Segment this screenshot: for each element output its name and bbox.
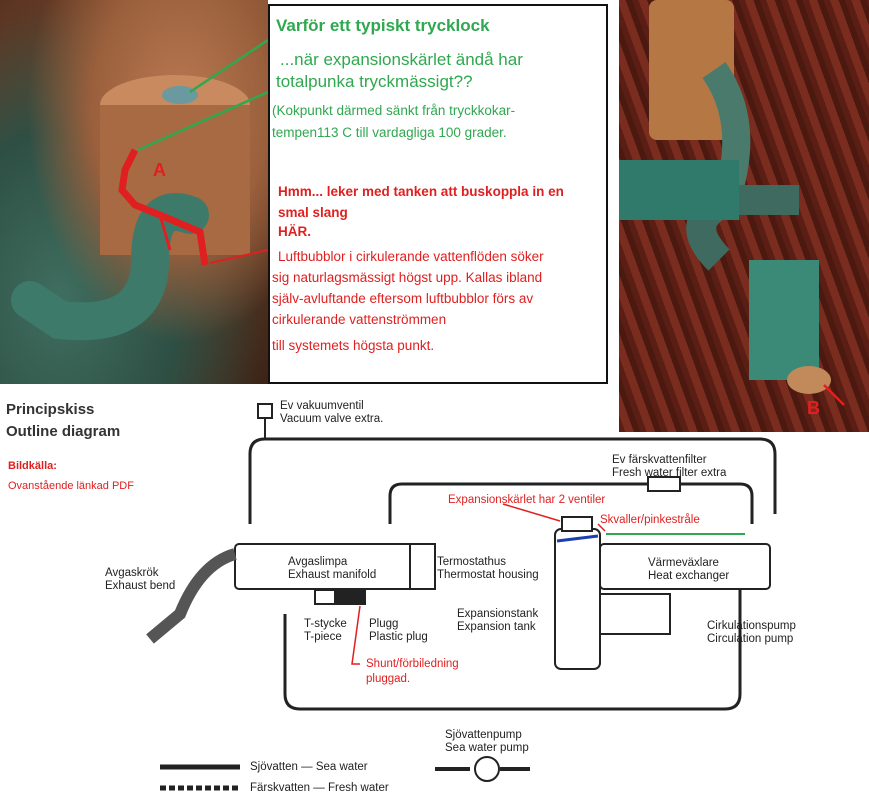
water-level-line (556, 534, 599, 543)
exhaust-bend-en: Exhaust bend (105, 580, 176, 592)
vacuum-label-en: Vacuum valve extra. (280, 413, 384, 425)
filter-shape (647, 476, 681, 492)
leader-overflow (597, 523, 606, 532)
tpiece-en: T-piece (304, 631, 342, 643)
leader-valves (502, 503, 561, 522)
plug-sv: Plugg (369, 618, 399, 630)
question-line-1: ...när expansionskärlet ändå har (280, 50, 523, 69)
circ-pump-en: Circulation pump (707, 633, 794, 645)
legend-sea-label: Sjövatten — Sea water (250, 761, 368, 773)
pointer-b (823, 384, 845, 406)
diagram-title-en: Outline diagram (6, 423, 121, 440)
pointer-cap (189, 38, 268, 94)
tank-right (649, 0, 734, 140)
fresh-loop-top (388, 482, 754, 524)
question-line-2: totalpunka tryckmässigt?? (276, 72, 473, 91)
pointer-here (209, 249, 268, 264)
pump-cap-right (787, 366, 831, 394)
tank-cap-shape (561, 516, 593, 532)
pump-right (749, 260, 819, 380)
filter-label-en: Fresh water filter extra (612, 467, 727, 479)
bubble-line-4: cirkulerande vattenströmmen (272, 312, 447, 327)
exp-tank-en: Expansion tank (457, 621, 536, 633)
legend-fresh-label: Färskvatten — Fresh water (250, 782, 389, 794)
heading: Varför ett typiskt trycklock (276, 16, 490, 35)
source-label: Bildkälla: (8, 460, 57, 472)
manifold-en: Exhaust manifold (288, 569, 377, 581)
engine-photo-right: B (619, 0, 869, 432)
diagram-lines (146, 403, 777, 791)
diagram-title-sv: Principskiss (6, 401, 95, 418)
photo-right-drawing (619, 0, 845, 406)
exhaust-bend-shape (146, 548, 237, 644)
boiling-note-2: tempen113 C till vardagliga 100 grader. (272, 125, 507, 140)
valves-note: Expansionskärlet har 2 ventiler (448, 494, 606, 506)
thermostat-shape (409, 543, 436, 590)
photo-left-drawing (11, 38, 268, 341)
sea-loop-bottom (283, 584, 742, 711)
proposed-hose-line (118, 148, 209, 266)
sea-pump-en: Sea water pump (445, 742, 529, 754)
exp-tank-sv: Expansionstank (457, 608, 539, 620)
outline-diagram: Principskiss Outline diagram Bildkälla: … (0, 384, 869, 811)
plug-shape (334, 591, 366, 603)
pressure-cap (162, 86, 198, 104)
idea-line-3: HÄR. (278, 224, 311, 239)
exhaust-bend-sv: Avgaskrök (105, 567, 159, 579)
overflow-note: Skvaller/pinkestråle (600, 514, 700, 526)
idea-line-2: smal slang (278, 205, 348, 220)
sea-pump-shape (474, 756, 500, 782)
coolant-hose (11, 193, 209, 341)
pointer-pipe (137, 90, 268, 152)
marker-b: B (807, 398, 820, 418)
circ-pump-shape (599, 593, 671, 635)
annotation-textbox: Varför ett typiskt trycklock ...när expa… (268, 4, 608, 384)
boiling-note-1: (Kokpunkt därmed sänkt från tryckkokar- (272, 103, 516, 118)
sea-pump-sv: Sjövattenpump (445, 729, 522, 741)
idea-line-1: Hmm... leker med tanken att buskoppla in… (278, 184, 564, 199)
shunt-note-2: pluggad. (366, 673, 411, 685)
marker-a: A (153, 160, 166, 180)
plug-en: Plastic plug (369, 631, 428, 643)
vacuum-valve (257, 403, 273, 419)
tpiece-sv: T-stycke (304, 618, 347, 630)
manifold-sv: Avgaslimpa (288, 556, 348, 568)
source-text: Ovanstående länkad PDF (8, 480, 134, 492)
shunt-note-1: Shunt/förbiledning (366, 658, 459, 670)
bubble-line-2: sig naturlagsmässigt högst upp. Kallas i… (272, 270, 543, 285)
heat-exchanger-en: Heat exchanger (648, 570, 730, 582)
proposed-hose-branch (158, 214, 172, 251)
sea-loop-top (248, 437, 777, 524)
bubble-line-1: Luftbubblor i cirkulerande vattenflöden … (278, 249, 544, 264)
vacuum-label-sv: Ev vakuumventil (280, 400, 364, 412)
engine-photo-left: A (0, 0, 268, 384)
expansion-tank-shape (554, 528, 601, 670)
bubble-line-5: till systemets högsta punkt. (272, 338, 435, 353)
heat-exchanger-shape (599, 543, 771, 590)
heat-exchanger-sv: Värmeväxlare (648, 557, 719, 569)
engine-block-right (619, 160, 739, 220)
leader-shunt (351, 605, 361, 665)
thermostat-en: Thermostat housing (437, 569, 539, 581)
filter-label-sv: Ev färskvattenfilter (612, 454, 707, 466)
thermostat-sv: Termostathus (437, 556, 507, 568)
circ-pump-sv: Cirkulationspump (707, 620, 796, 632)
bubble-line-3: själv-avluftande eftersom luftbubblor fö… (272, 291, 534, 306)
